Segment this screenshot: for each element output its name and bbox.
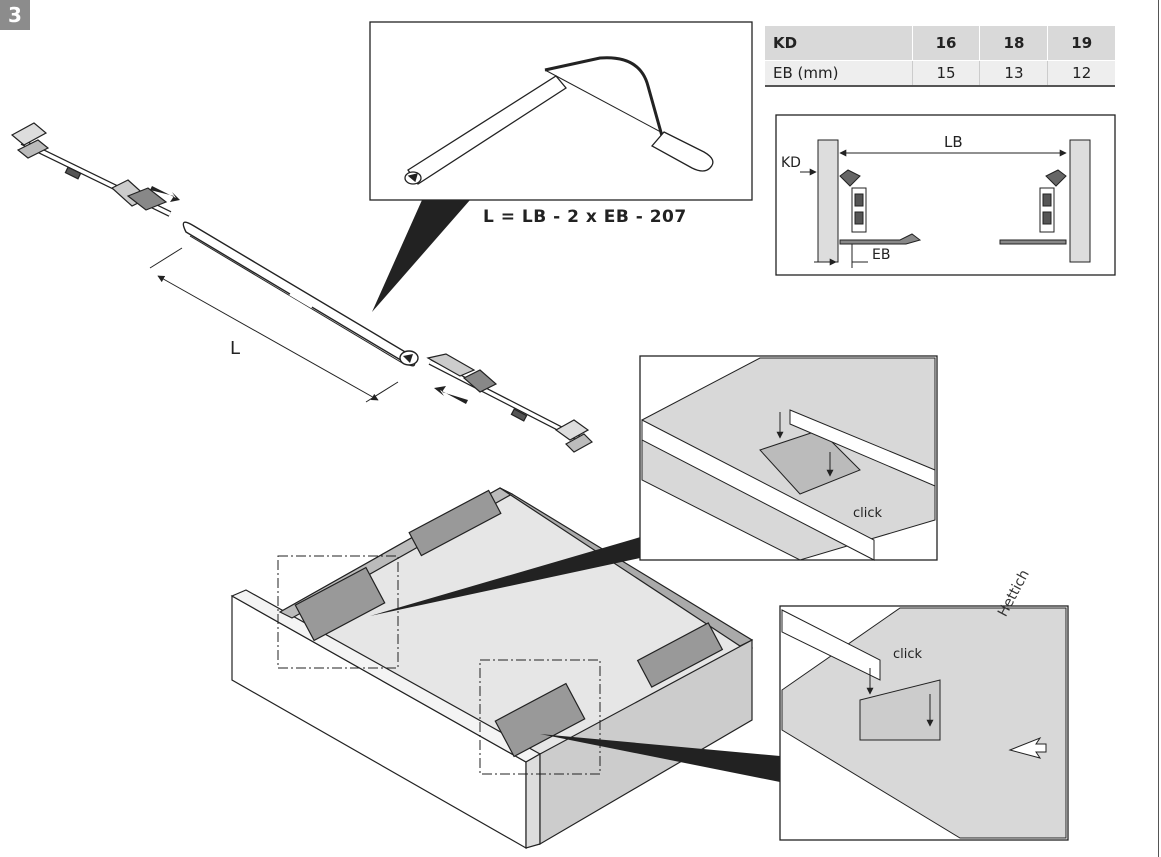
table-cell: 19 [1047, 26, 1115, 61]
arrow-right-in [150, 186, 180, 202]
table-cell: 16 [911, 26, 980, 61]
zoom-detail-top-drawing [641, 357, 936, 561]
saw-callout-wedge [372, 200, 470, 312]
zoom-detail-bottom-drawing [781, 607, 1067, 839]
drawer [230, 487, 754, 850]
callout-wedge-bottom [540, 734, 780, 782]
right-coupling-part [426, 353, 593, 453]
lb-label: LB [944, 133, 963, 151]
step-number-badge: 3 [0, 0, 30, 30]
length-dimension [149, 247, 399, 403]
callout-wedge-top [370, 536, 644, 616]
length-label: L [230, 338, 241, 359]
table-header-row: KD 16 18 19 [765, 26, 1115, 61]
click-label-bottom: click [893, 647, 923, 662]
table-cell: 12 [1047, 60, 1115, 87]
saw-icon [404, 56, 714, 185]
table-cell: EB (mm) [765, 60, 913, 87]
click-label-top: click [853, 506, 883, 521]
table-cell: 15 [911, 60, 980, 87]
table-cell: 13 [979, 60, 1048, 87]
table-cell: KD [765, 26, 913, 61]
length-formula: L = LB - 2 x EB - 207 [483, 207, 687, 227]
detail-marker-boxes [277, 555, 601, 775]
eb-label: EB [872, 247, 891, 263]
table-cell: 18 [979, 26, 1048, 61]
kd-label: KD [781, 155, 801, 171]
table-row: EB (mm) 15 13 12 [765, 60, 1115, 87]
page-border-right [1158, 0, 1159, 857]
section-drawing [800, 139, 1091, 268]
arrow-left-in [434, 386, 468, 404]
left-coupling-part [10, 122, 172, 217]
dimension-table: KD 16 18 19 EB (mm) 15 13 12 [765, 26, 1115, 87]
